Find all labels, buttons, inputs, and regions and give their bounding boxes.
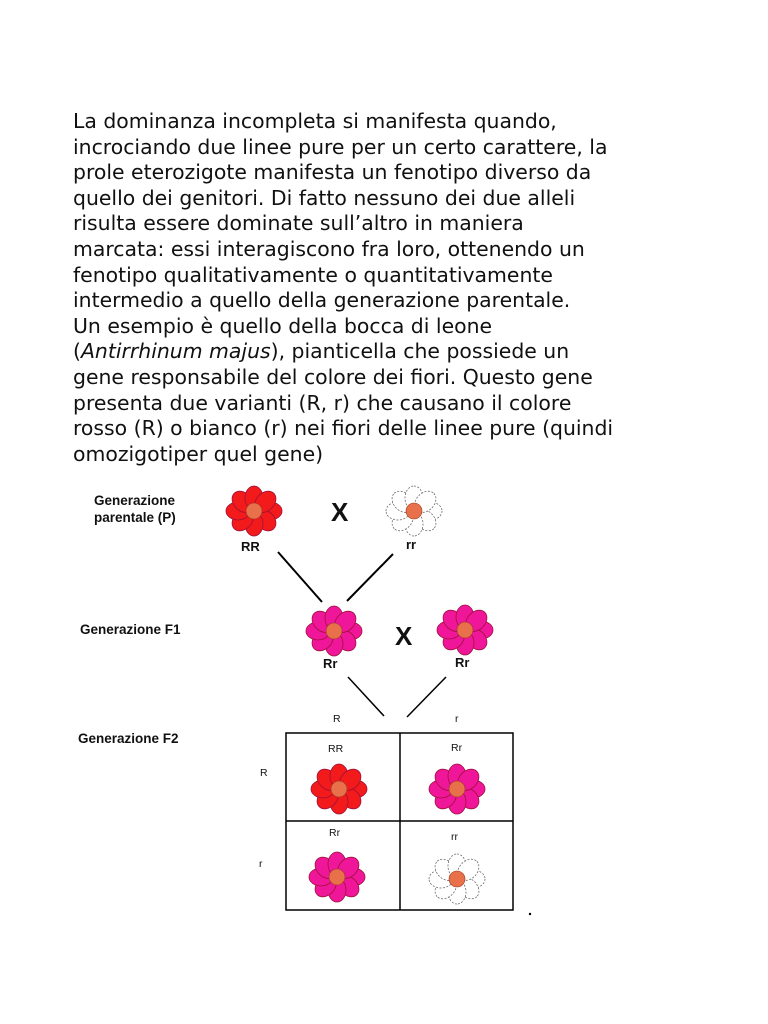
species-name: Antirrhinum majus [80,339,271,364]
cross-symbol-f1: X [395,621,413,651]
punnett-col-header: r [455,713,459,725]
parental-generation-label-line2: parentale (P) [94,510,176,525]
connector-line [346,553,394,602]
text-line: intermedio a quello della generazione pa… [73,288,571,313]
flower-punnett-pink [308,851,366,903]
flower-center [325,622,343,640]
punnett-cell-genotype: Rr [329,827,341,839]
flower-center [448,780,466,798]
f1-generation-label: Generazione F1 [80,622,181,637]
open-paren: ( [73,339,81,364]
f1-left-genotype: Rr [323,656,337,671]
text-line: prole eterozigote manifesta un fenotipo … [73,160,592,185]
text-line: (Antirrhinum majus), pianticella che pos… [73,339,733,365]
text-line: risulta essere dominate sull’altro in ma… [73,211,524,236]
flower-center [405,502,423,520]
flower-center [456,621,474,639]
flower-f1-pink [305,605,363,657]
flower-center [245,502,263,520]
flower-punnett-pink [428,763,486,815]
punnett-col-header: R [333,713,341,725]
punnett-cell-genotype: RR [328,743,344,755]
f1-right-genotype: Rr [455,655,469,670]
connector-line [406,676,447,718]
text-line: quello dei genitori. Di fatto nessuno de… [73,185,576,210]
flower-parent-white [385,485,443,537]
connector-line [347,676,385,717]
text-line: gene responsabile del colore dei fiori. … [73,364,593,389]
text-line: fenotipo qualitativamente o quantitativa… [73,262,553,287]
flower-center [330,780,348,798]
punnett-cell-genotype: Rr [451,742,463,754]
punnett-row-header: R [260,767,268,779]
flower-f1-pink [436,604,494,656]
punnett-cell-genotype: rr [451,831,458,843]
intro-paragraph: La dominanza incompleta si manifesta qua… [73,109,733,467]
f2-generation-label: Generazione F2 [78,731,179,746]
flower-punnett-red [310,763,368,815]
flower-punnett-white [428,853,486,905]
text-fragment: ), pianticella che possiede un [270,339,570,364]
flower-center [328,868,346,886]
text-line: La dominanza incompleta si manifesta qua… [73,109,557,133]
text-line: omozigotiper quel gene) [73,441,324,466]
stray-dot [528,912,532,916]
punnett-row-header: r [259,858,263,870]
text-line: Un esempio è quello della bocca di leone [73,313,493,338]
flower-parent-red [225,485,283,537]
cross-symbol-parental: X [331,497,349,527]
connector-line [277,551,323,603]
text-line: rosso (R) o bianco (r) nei fiori delle l… [73,416,614,441]
flower-center [448,870,466,888]
text-line: marcata: essi interagiscono fra loro, ot… [73,236,585,261]
parental-generation-label-line1: Generazione [94,493,176,508]
text-line: presenta due varianti (R, r) che causano… [73,390,572,415]
parent-left-genotype: RR [241,539,260,554]
parent-right-genotype: rr [406,537,416,552]
text-line: incrociando due linee pure per un certo … [73,134,608,159]
